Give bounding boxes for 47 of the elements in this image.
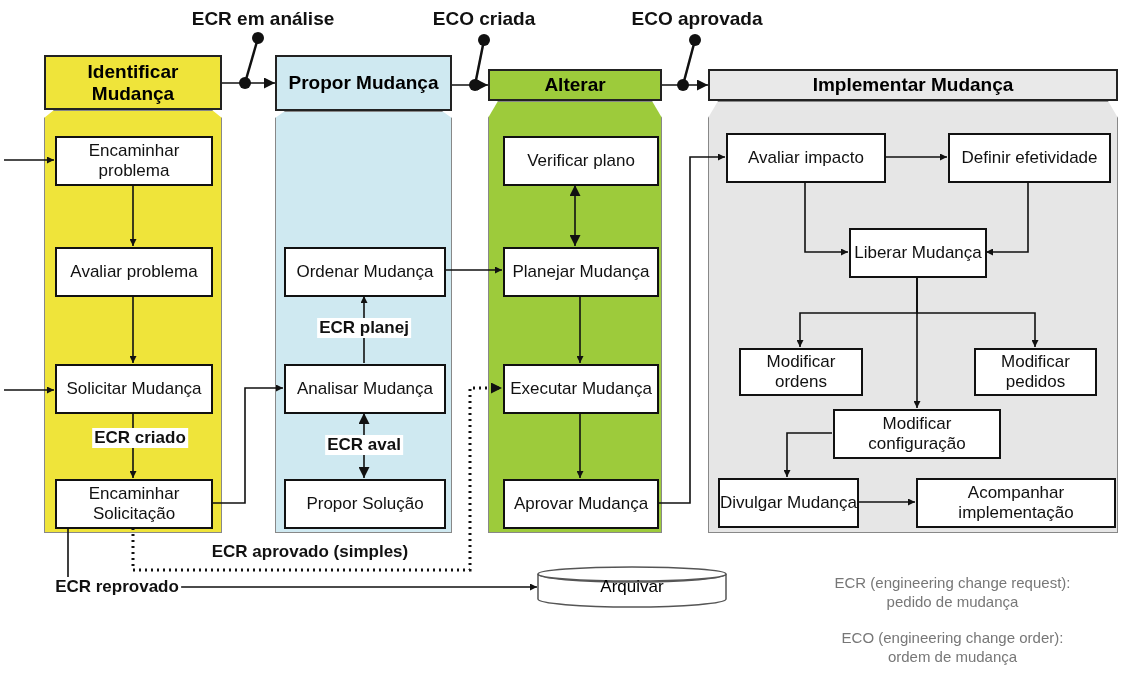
process-box: Modificar ordens [739, 348, 863, 396]
process-box: Propor Solução [284, 479, 446, 529]
arrow [576, 295, 584, 364]
process-box: Liberar Mudança [849, 228, 987, 278]
process-box: Encaminhar problema [55, 136, 213, 186]
arrow [804, 181, 849, 256]
arrow [129, 184, 137, 247]
process-box: Acompanhar implementação [916, 478, 1116, 528]
arrow [221, 77, 276, 89]
arrow [131, 382, 502, 572]
arrow [783, 432, 833, 478]
edge-label: ECR em análise [190, 9, 336, 29]
edge-label: ECR aprovado (simples) [209, 542, 411, 562]
phase-header: Propor Mudança [275, 55, 452, 111]
arrow [3, 156, 55, 164]
process-box: Aprovar Mudança [503, 479, 659, 529]
process-box: Encaminhar Solicitação [55, 479, 213, 529]
phase-header: Implementar Mudança [708, 69, 1118, 101]
edge-label: ECR aval [325, 435, 403, 455]
process-box: Planejar Mudança [503, 247, 659, 297]
arrow [913, 276, 921, 409]
process-box: Avaliar impacto [726, 133, 886, 183]
arrow [661, 79, 709, 91]
process-box: Avaliar problema [55, 247, 213, 297]
process-box: Verificar plano [503, 136, 659, 186]
edge-label: ECR criado [92, 428, 188, 448]
arrow [3, 386, 55, 394]
note-text: ECR (engineering change request): pedido de mudança [833, 573, 1072, 611]
edge-label: ECO aprovada [630, 9, 764, 29]
process-box: Ordenar Mudança [284, 247, 446, 297]
arrow [569, 184, 581, 247]
phase-header: Alterar [488, 69, 662, 101]
edge-label: ECR planej [317, 318, 411, 338]
process-box: Modificar configuração [833, 409, 1001, 459]
process-box: Analisar Mudança [284, 364, 446, 414]
edge-label: ECO criada [431, 9, 537, 29]
process-box: Definir efetividade [948, 133, 1111, 183]
process-box: Modificar pedidos [974, 348, 1097, 396]
edge-label: ECR reprovado [53, 577, 181, 597]
process-box: Divulgar Mudança [718, 478, 859, 528]
arrow [576, 412, 584, 479]
process-box: Solicitar Mudança [55, 364, 213, 414]
note-text: ECO (engineering change order): ordem de mudança [840, 628, 1065, 666]
arrow [129, 295, 137, 364]
arrow [451, 79, 489, 91]
phase-header: Identificar Mudança [44, 55, 222, 110]
process-box: Executar Mudança [503, 364, 659, 414]
